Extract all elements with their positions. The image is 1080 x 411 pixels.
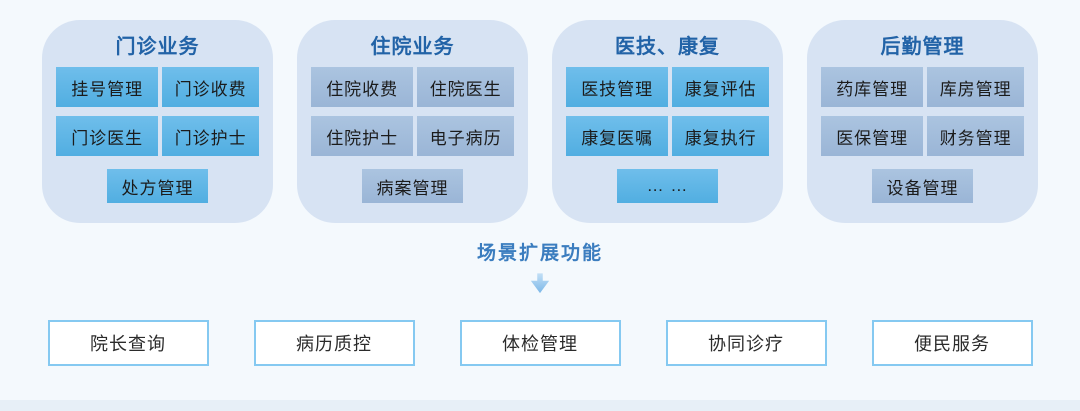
module-box: 门诊护士 [162, 116, 259, 156]
module-box-ellipsis: … … [617, 169, 718, 203]
module-box: 住院护士 [311, 116, 414, 156]
scenario-extension-section: 场景扩展功能 [0, 242, 1080, 295]
module-box: 住院收费 [311, 67, 414, 107]
module-box: 病案管理 [362, 169, 463, 203]
panel-outpatient: 门诊业务 挂号管理 门诊收费 门诊医生 门诊护士 处方管理 [42, 20, 273, 223]
panel-title: 后勤管理 [880, 36, 965, 58]
panel-title: 门诊业务 [115, 36, 200, 58]
extension-box-collaborative-care: 协同诊疗 [665, 320, 827, 366]
module-box: 门诊医生 [56, 116, 159, 156]
extension-box-physical-exam: 体检管理 [459, 320, 621, 366]
panel-grid: 住院收费 住院医生 住院护士 电子病历 [311, 67, 514, 156]
panel-grid: 药库管理 库房管理 医保管理 财务管理 [821, 67, 1024, 156]
module-box: 门诊收费 [162, 67, 259, 107]
panel-medtech-rehab: 医技、康复 医技管理 康复评估 康复医嘱 康复执行 … … [552, 20, 783, 223]
section-label: 场景扩展功能 [476, 243, 603, 264]
extension-box-record-qc: 病历质控 [253, 320, 415, 366]
panel-grid: 挂号管理 门诊收费 门诊医生 门诊护士 [56, 67, 259, 156]
down-arrow-icon [530, 273, 550, 294]
extension-services-row: 院长查询 病历质控 体检管理 协同诊疗 便民服务 [0, 320, 1080, 366]
module-box: 康复评估 [672, 67, 769, 107]
panel-grid: 医技管理 康复评估 康复医嘱 康复执行 [566, 67, 769, 156]
module-box: 康复医嘱 [566, 116, 669, 156]
module-box: 药库管理 [821, 67, 924, 107]
extension-box-director-query: 院长查询 [47, 320, 209, 366]
module-box: 处方管理 [107, 169, 208, 203]
footer-strip [0, 400, 1080, 411]
module-box: 电子病历 [417, 116, 514, 156]
module-box: 康复执行 [672, 116, 769, 156]
module-box: 财务管理 [927, 116, 1024, 156]
panel-title: 住院业务 [370, 36, 455, 58]
extension-box-public-service: 便民服务 [871, 320, 1033, 366]
module-box: 设备管理 [872, 169, 973, 203]
module-box: 医保管理 [821, 116, 924, 156]
panel-logistics: 后勤管理 药库管理 库房管理 医保管理 财务管理 设备管理 [807, 20, 1038, 223]
module-box: 住院医生 [417, 67, 514, 107]
panel-title: 医技、康复 [615, 36, 720, 58]
module-box: 医技管理 [566, 67, 669, 107]
module-box: 挂号管理 [56, 67, 159, 107]
module-box: 库房管理 [927, 67, 1024, 107]
panel-inpatient: 住院业务 住院收费 住院医生 住院护士 电子病历 病案管理 [297, 20, 528, 223]
module-panels-row: 门诊业务 挂号管理 门诊收费 门诊医生 门诊护士 处方管理 住院业务 住院收费 … [0, 20, 1080, 223]
